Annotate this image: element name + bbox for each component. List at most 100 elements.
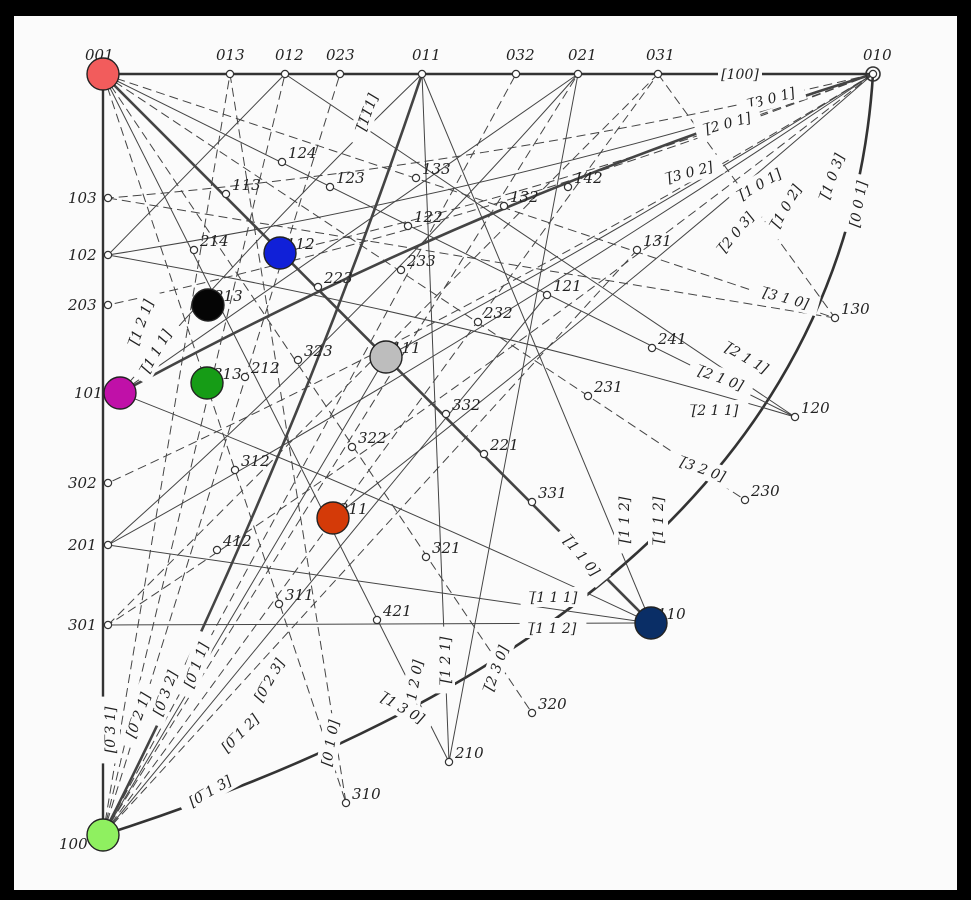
pole-010-ring [865, 66, 881, 82]
pole-index-label: 132 [510, 188, 539, 206]
pole-index-label: 323 [304, 342, 333, 360]
pole-index-label: 212 [250, 359, 280, 377]
pole-index-label: 133 [422, 160, 451, 178]
zone-line-30 [448, 73, 579, 763]
pole-131 [632, 245, 642, 255]
zone-line-26 [102, 73, 533, 714]
zone-axis-label-bg [144, 658, 186, 728]
zone-axis-label-text: [̅1 1 2] [617, 496, 633, 545]
pole-320 [527, 708, 537, 718]
pole-index-label: 320 [538, 695, 567, 713]
zone-axis-label-bg [209, 702, 271, 764]
top-index-label: 023 [326, 46, 355, 64]
pole-index-label: 120 [801, 399, 830, 417]
zone-line-25 [102, 73, 746, 501]
marker-110 [634, 606, 668, 640]
top-index-label: 031 [646, 46, 675, 64]
pole-index-label: 232 [483, 304, 513, 322]
pole-123 [325, 182, 335, 192]
pole-102 [103, 250, 113, 260]
pole-index-label: 421 [382, 602, 412, 620]
left-index-label: 103 [68, 189, 97, 207]
zone-axis-label-text: [0 ̅1 2] [219, 711, 264, 756]
pole-120 [790, 412, 800, 422]
pole-index-label: 130 [841, 300, 870, 318]
zone-axis-label: [0 ̅2 3] [243, 646, 295, 714]
zone-line-14 [107, 73, 874, 306]
pole-index-label: 121 [553, 277, 582, 295]
zone-axis-label-bg [130, 317, 182, 385]
pole-011 [417, 69, 427, 79]
pole-301 [103, 620, 113, 630]
pole-index-label: 122 [414, 208, 443, 226]
zone-axis-label-bg [713, 332, 781, 384]
pole-332 [441, 409, 451, 419]
pole-index-label: 312 [241, 452, 270, 470]
zone-axis-label: [̅3 1 0] [751, 279, 821, 317]
zone-axis-label: [0 ̅3 1] [100, 696, 120, 764]
pole-421 [372, 615, 382, 625]
zone-axis-label-text: [̅1 1 1] [529, 590, 578, 606]
zone-axis-label-bg [686, 357, 756, 399]
pole-031 [653, 69, 663, 79]
marker-100 [86, 818, 120, 852]
pole-index-label: 221 [489, 436, 519, 454]
pole-221 [479, 449, 489, 459]
zone-axis-label: [̅1 1 2] [519, 618, 587, 638]
pole-232 [473, 317, 483, 327]
zone-axis-label-bg [693, 104, 763, 142]
pole-113 [221, 189, 231, 199]
pole-010 [868, 69, 878, 79]
zone-axis-label-bg [552, 523, 612, 589]
left-index-label: 102 [68, 246, 97, 264]
marker-213 [191, 288, 225, 322]
zone-axis-label: [̅1 0 3] [811, 141, 853, 211]
zone-axis-label-bg [655, 153, 725, 191]
pole-index-label: 113 [232, 176, 261, 194]
zone-line-7 [102, 73, 579, 836]
pole-index-label: 241 [657, 330, 687, 348]
zone-axis-label-bg [760, 172, 812, 240]
pole-index-label: 412 [222, 532, 252, 550]
pole-321 [421, 552, 431, 562]
zone-axis-label-bg [718, 64, 762, 84]
zone-line-23 [102, 73, 450, 763]
zone-axis-label: [0 0 1] [843, 173, 873, 235]
zone-axis-label-bg [751, 279, 821, 317]
pole-311 [274, 599, 284, 609]
zone-axis-label: [0 ̅1 2] [209, 702, 271, 764]
zone-line-20 [332, 73, 874, 519]
pole-214 [189, 245, 199, 255]
marker-001 [86, 57, 120, 91]
pole-223 [313, 282, 323, 292]
zone-axis-label: [̅1 1 0] [552, 523, 612, 589]
top-index-label: 012 [275, 46, 304, 64]
pole-142 [563, 182, 573, 192]
zone-axis-label: [̅2 0 1] [693, 104, 763, 142]
zone-axis-label: [100] [718, 64, 762, 84]
pole-index-label: 214 [199, 232, 229, 250]
pole-241 [647, 343, 657, 353]
zone-axis-label-bg [811, 141, 853, 211]
zone-axis-label: [̅3 2 0] [668, 448, 738, 490]
zone-axis-label-text: [0 ̅3 1] [103, 706, 119, 753]
left-index-label: 302 [68, 474, 97, 492]
pole-310 [341, 798, 351, 808]
zone-axis-label-bg [668, 448, 738, 490]
marker-111 [369, 340, 403, 374]
pole-index-label: 223 [323, 269, 353, 287]
pole-122 [403, 221, 413, 231]
zone-axis-label-bg [435, 626, 455, 694]
left-index-label: 101 [74, 384, 103, 402]
zone-axis-label-bg [726, 158, 794, 210]
pole-231 [583, 391, 593, 401]
zone-axis-label-bg [175, 630, 217, 700]
zone-axis-label-bg [843, 173, 873, 235]
pole-index-label: 230 [750, 482, 780, 500]
zone-axis-label: [̅3 0 2] [655, 153, 725, 191]
zone-line-8 [102, 73, 659, 836]
zone-line-12 [107, 73, 874, 199]
zone-axis-label: [̅2 0 3] [706, 199, 766, 265]
pole-013 [225, 69, 235, 79]
